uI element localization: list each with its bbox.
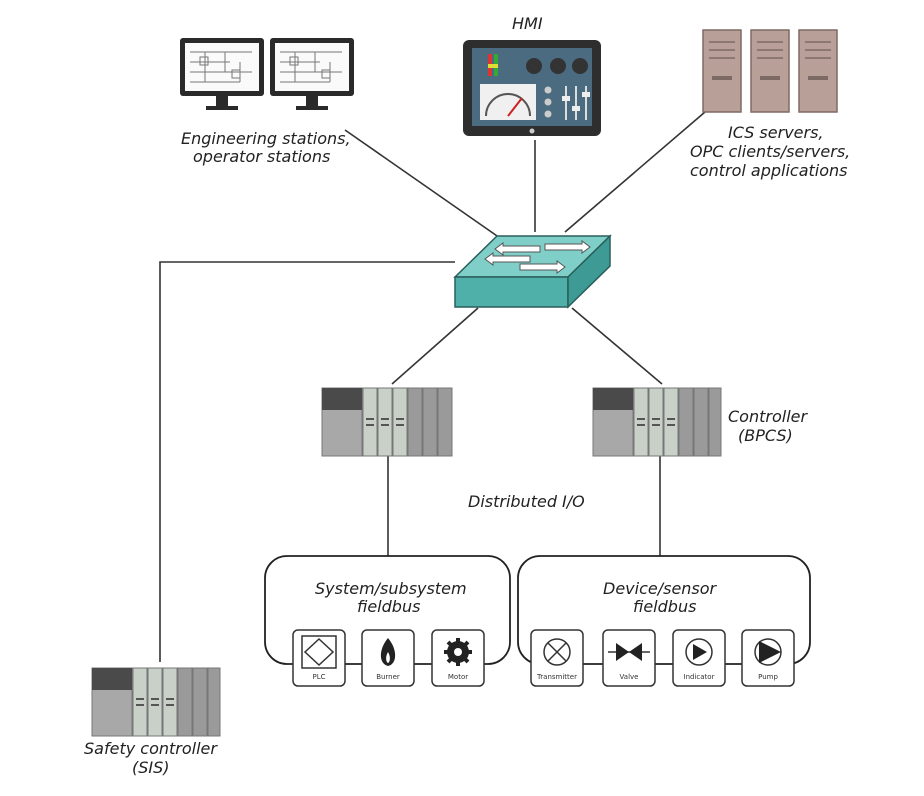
device-fieldbus-box [517,555,811,665]
controller-label-line1: Controller [728,407,808,426]
connections [159,111,706,662]
transmitter-device [530,629,584,687]
hmi-label: HMI [512,14,543,33]
workstation-2 [270,38,354,110]
valve-device [602,629,656,687]
safety-label-line2: (SIS) [132,758,170,777]
ics-label-line2: OPC clients/servers, [690,142,851,161]
motor-label: Motor [447,673,469,681]
plc-device [292,629,346,687]
network-switch [453,234,612,309]
link-workstations-switch [344,129,501,239]
transmitter-label: Transmitter [537,673,577,681]
link-switch-io [391,307,479,385]
link-servers-switch [564,111,706,233]
valve-label: Valve [619,673,639,681]
indicator-label: Indicator [683,673,715,681]
device-fieldbus-label-line1: Device/sensor [603,579,717,598]
engineering-label-line2: operator stations [193,147,331,166]
controller-label-line2: (BPCS) [738,426,793,445]
indicator-device [672,629,726,687]
pump-label: Pump [758,673,778,681]
ics-servers [702,29,838,113]
safety-controller-rack [91,667,221,737]
link-safety-switch [159,261,455,662]
motor-device [431,629,485,687]
hmi-panel [463,40,601,136]
distributed-io-rack [321,387,453,457]
safety-label-line1: Safety controller [84,739,217,758]
burner-device [361,629,415,687]
controller-bpcs-rack [592,387,722,457]
link-switch-controller [571,307,663,385]
plc-label: PLC [312,673,326,681]
device-fieldbus-label-line2: fieldbus [633,597,697,616]
system-fieldbus-label-line1: System/subsystem [315,579,467,598]
burner-label: Burner [376,673,400,681]
pump-device [741,629,795,687]
ics-label-line1: ICS servers, [728,123,824,142]
distributed-io-label: Distributed I/O [468,492,585,511]
system-fieldbus-label-line2: fieldbus [357,597,421,616]
workstation-1 [180,38,264,110]
ics-label-line3: control applications [690,161,848,180]
engineering-label-line1: Engineering stations, [181,129,351,148]
